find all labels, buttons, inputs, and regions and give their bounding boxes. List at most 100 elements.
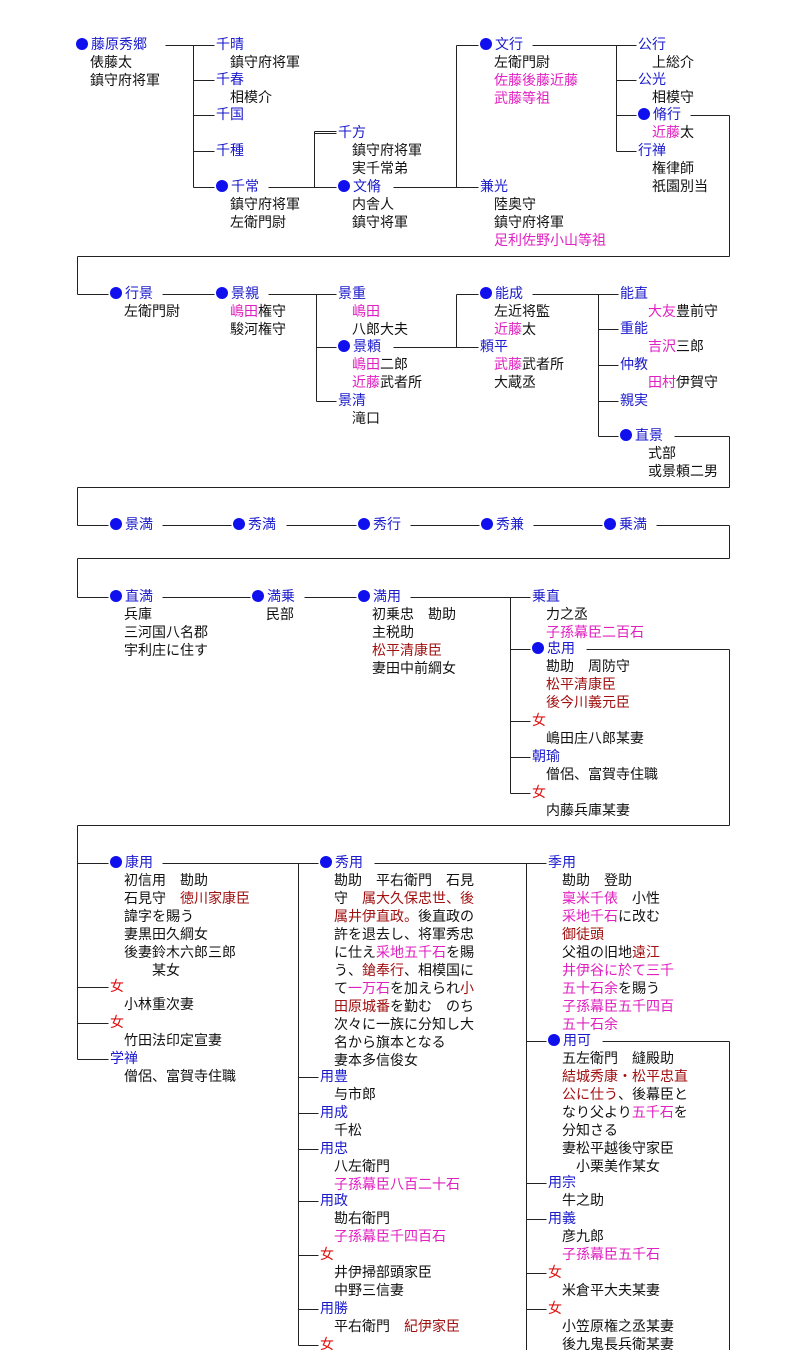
person-note: 宇利庄に住す — [110, 642, 208, 660]
text-segment: 徳川家康臣 — [180, 891, 250, 907]
text-segment: 実千常弟 — [352, 161, 408, 177]
lineage-dot-icon — [480, 287, 492, 299]
person-hidemochi: 秀用勘助 平右衛門 石見守 属大久保忠世、後属井伊直政。後直政の許を退去し、将軍… — [320, 854, 474, 1070]
text-segment: 結城秀康・松平忠直 — [562, 1069, 688, 1085]
text-segment: 武者所 — [522, 357, 564, 373]
text-segment: 武者所 — [380, 375, 422, 391]
person-note: 嶋田権守 — [216, 303, 286, 321]
text-segment: 秀用 — [335, 855, 363, 871]
person-note: 民部 — [252, 606, 295, 624]
text-segment: 女 — [110, 1015, 124, 1031]
text-segment: 勘助 平右衛門 石見 — [334, 873, 474, 889]
text-segment: 乗満 — [619, 517, 647, 533]
text-segment: 吉沢 — [634, 339, 676, 355]
text-segment: 用勝 — [320, 1301, 348, 1317]
person-name: 女 — [320, 1246, 432, 1264]
text-segment: 用忠 — [320, 1141, 348, 1157]
person-note: 三河国八名郡 — [110, 624, 208, 642]
text-segment: 左衛門尉 — [494, 55, 550, 71]
person-name: 文行 — [480, 36, 578, 54]
person-yukikage: 行景左衛門尉 — [110, 285, 180, 321]
text-segment: 大蔵丞 — [494, 375, 536, 391]
person-note: 実千常弟 — [338, 160, 422, 178]
text-segment: 脩行 — [653, 107, 681, 123]
lineage-dot-icon — [252, 590, 264, 602]
text-segment: 五左衛門 縫殿助 — [562, 1051, 674, 1067]
text-segment: 秀満 — [248, 517, 276, 533]
person-note: 左近将監 — [480, 303, 550, 321]
person-name: 朝瑜 — [532, 748, 658, 766]
text-segment: 左衛門尉 — [230, 215, 286, 231]
text-segment: 八郎大夫 — [352, 322, 408, 338]
text-segment: を — [673, 1105, 688, 1121]
text-segment: 近藤 — [494, 322, 522, 338]
person-note: 公に仕う、後幕臣と — [548, 1086, 688, 1104]
text-segment: 与市郎 — [334, 1087, 376, 1103]
person-note: 権律師 — [638, 160, 708, 178]
person-chitsune: 千常鎮守府将軍左衛門尉 — [216, 178, 300, 232]
person-fumiyasu: 文脩内舎人鎮守将軍 — [338, 178, 408, 232]
person-note: 与市郎 — [320, 1086, 376, 1104]
text-segment: 太 — [680, 125, 694, 141]
person-shigeyoshi: 重能 吉沢三郎 — [620, 320, 704, 356]
lineage-dot-icon — [233, 518, 245, 530]
person-name: 頼平 — [480, 338, 564, 356]
text-segment: 五十石余 — [562, 981, 618, 997]
person-kimiyuki: 公行上総介 — [638, 36, 694, 72]
lineage-dot-icon — [548, 1034, 560, 1046]
person-name: 景満 — [110, 516, 153, 534]
person-note: 鎮守府将軍 — [338, 142, 422, 160]
text-segment: 牛之助 — [562, 1193, 604, 1209]
text-segment: 御徒頭 — [562, 927, 604, 943]
text-segment: を勤む のち — [390, 999, 474, 1015]
person-note: 小林重次妻 — [110, 996, 194, 1014]
person-nariyuki: 脩行近藤太 — [638, 106, 694, 142]
person-name: 満用 — [358, 588, 456, 606]
person-name: 用義 — [548, 1210, 660, 1228]
person-daughter5: 女井伊掃部頭家臣中野三信妻 — [320, 1246, 432, 1300]
text-segment: 鎮守府将軍 — [230, 197, 300, 213]
text-segment: なり父より — [562, 1105, 632, 1121]
person-mochiyoshi2: 用義彦九郎子孫幕臣五千石 — [548, 1210, 660, 1264]
text-segment: 名から旗本となる — [334, 1035, 446, 1051]
person-note: 内舎人 — [338, 196, 408, 214]
text-segment: 兼光 — [480, 179, 508, 195]
text-segment: 鎮守府将軍 — [352, 143, 422, 159]
person-name: 女 — [110, 978, 194, 996]
person-note: 八郎大夫 — [338, 321, 408, 339]
person-name: 行禅 — [638, 142, 708, 160]
text-segment: 松平清康臣 — [372, 643, 442, 659]
lineage-dot-icon — [358, 590, 370, 602]
person-note: 守 属大久保忠世、後 — [320, 890, 474, 908]
text-segment: 駿河権守 — [230, 322, 286, 338]
person-note: 佐藤後藤近藤 — [480, 72, 578, 90]
text-segment: 子孫幕臣二百石 — [546, 625, 644, 641]
text-segment: 采地千石 — [562, 909, 618, 925]
person-yoshinari: 能成左近将監近藤太 — [480, 285, 550, 339]
text-segment: 康用 — [125, 855, 153, 871]
text-segment: 権律師 — [652, 161, 694, 177]
person-note: 僧侶、富賀寺住職 — [110, 1068, 236, 1086]
text-segment: 公光 — [638, 72, 666, 88]
person-chikazane: 親実 — [620, 392, 648, 410]
lineage-dot-icon — [532, 642, 544, 654]
person-note: 石見守 徳川家康臣 — [110, 890, 250, 908]
text-segment: 満乗 — [267, 589, 295, 605]
person-note: 許を退去し、将軍秀忠 — [320, 926, 474, 944]
person-kagekiyo: 景清滝口 — [338, 392, 380, 428]
person-note: 妻黒田久綱女 — [110, 926, 250, 944]
text-segment: 妻田中前綱女 — [372, 661, 456, 677]
person-name: 康用 — [110, 854, 250, 872]
person-mochitoyo: 用豊与市郎 — [320, 1068, 376, 1104]
person-note: 米倉平大夫某妻 — [548, 1282, 660, 1300]
text-segment: 景重 — [338, 286, 366, 302]
person-name: 満乗 — [252, 588, 295, 606]
text-segment: 僧侶、富賀寺住職 — [124, 1069, 236, 1085]
person-note: 祇園別当 — [638, 178, 708, 196]
person-name: 直景 — [620, 427, 718, 445]
text-segment: 大友 — [634, 304, 676, 320]
person-note: 中野三信妻 — [320, 1282, 432, 1300]
person-name: 行景 — [110, 285, 180, 303]
text-segment: 一万石 — [348, 981, 390, 997]
